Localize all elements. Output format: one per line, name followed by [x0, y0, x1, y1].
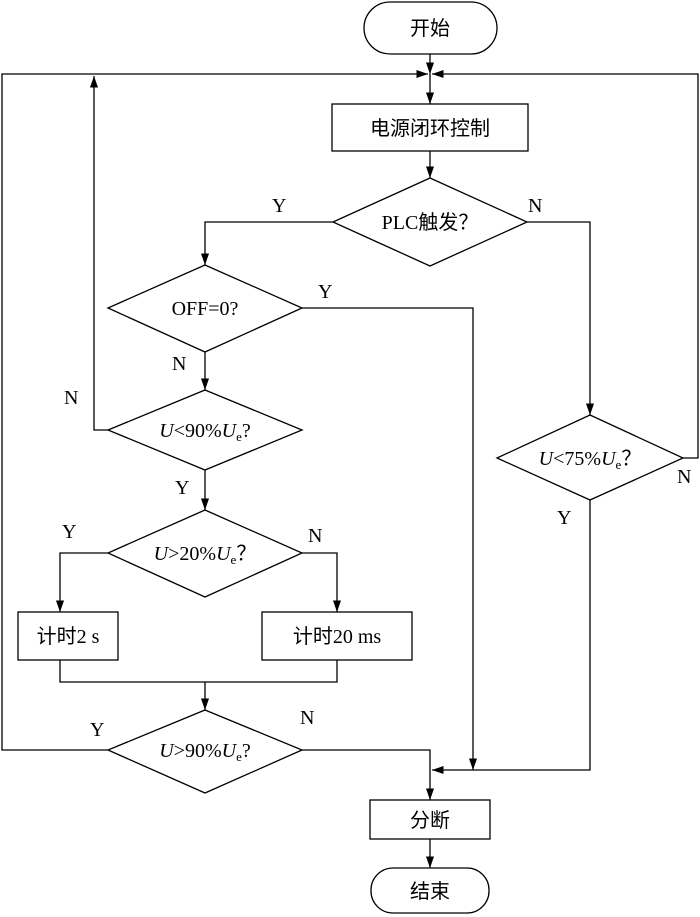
edge-u20-no [302, 552, 342, 612]
off-decision [106, 264, 304, 353]
off-label: OFF=0? [172, 298, 239, 320]
u75-yes-label: Y [557, 507, 571, 529]
power-loop-label: 电源闭环控制 [370, 117, 490, 140]
edge-u20-yes [55, 552, 108, 612]
edge-plc-yes [200, 221, 333, 265]
timer-20ms-label: 计时20 ms [293, 625, 382, 648]
timer-20ms-box [261, 611, 413, 661]
u20-decision [106, 509, 304, 598]
edge-u75-yes [432, 500, 591, 775]
edge-u90b-no [302, 749, 435, 800]
u75-decision [495, 414, 685, 501]
edge-timers-merge [59, 660, 338, 683]
u90-yes-label: Y [175, 477, 189, 499]
edge-off-yes [302, 307, 478, 770]
timer-2s-label: 计时2 s [37, 625, 100, 648]
end-terminal [370, 867, 490, 914]
timer-2s-box [17, 611, 119, 661]
off-yes-label: Y [318, 281, 332, 303]
edge-plc-no [527, 221, 595, 415]
u20-yes-label: Y [62, 521, 76, 543]
u75-no-label: N [677, 466, 691, 488]
edge-u90-no-loop [89, 76, 108, 431]
start-label: 开始 [410, 17, 450, 40]
u90b-decision [106, 709, 304, 794]
plc-label: PLC触发？ [382, 211, 479, 234]
u90b-yes-label: Y [90, 719, 104, 741]
plc-no-label: N [528, 195, 542, 217]
u90-no-label: N [64, 387, 78, 409]
plc-decision [331, 177, 529, 267]
u20-no-label: N [308, 525, 322, 547]
start-terminal [363, 1, 498, 55]
u90-label: U<90%Ue? [159, 420, 251, 444]
power-loop-box [331, 103, 529, 152]
disconnect-label: 分断 [410, 809, 450, 832]
u90b-no-label: N [300, 707, 314, 729]
u75-label: U<75%Ue？ [539, 448, 642, 472]
u20-label: U>20%Ue？ [154, 543, 257, 567]
edge-u90b-yes-loop [1, 69, 428, 751]
disconnect-box [369, 799, 491, 840]
connectors [1, 54, 699, 868]
off-no-label: N [172, 353, 186, 375]
end-label: 结束 [410, 880, 450, 903]
u90b-label: U>90%Ue? [159, 740, 251, 764]
u90-decision [106, 389, 304, 471]
plc-yes-label: Y [272, 195, 286, 217]
edge-u75-no-loop [432, 69, 699, 459]
